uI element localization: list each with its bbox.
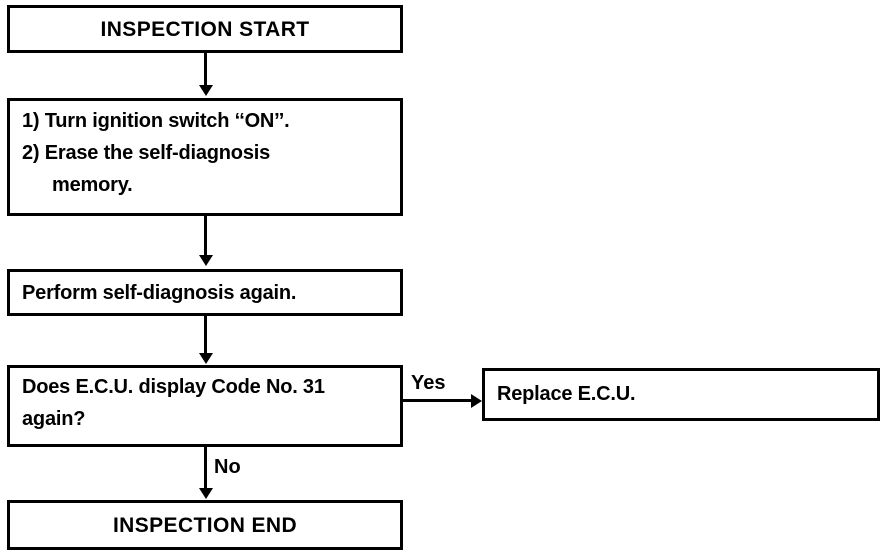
connector-no-branch xyxy=(204,447,207,489)
node-inspection-end: INSPECTION END xyxy=(7,500,403,550)
arrowhead-yes-branch xyxy=(471,394,482,408)
node-replace-ecu: Replace E.C.U. xyxy=(482,368,880,421)
node-decision-code-31: Does E.C.U. display Code No. 31 again? xyxy=(7,365,403,447)
node-inspection-start-label: INSPECTION START xyxy=(100,18,310,41)
arrowhead-start-to-steps xyxy=(199,85,213,96)
node-inspection-end-label: INSPECTION END xyxy=(112,514,298,537)
node-perform-self-diagnosis-label: Perform self-diagnosis again. xyxy=(22,282,297,304)
node-perform-self-diagnosis: Perform self-diagnosis again. xyxy=(7,269,403,316)
connector-perform-to-decision xyxy=(204,316,207,354)
edge-label-no: No xyxy=(214,456,241,478)
node-replace-ecu-label: Replace E.C.U. xyxy=(497,383,636,405)
connector-yes-branch xyxy=(403,399,473,402)
node-inspection-start: INSPECTION START xyxy=(7,5,403,53)
connector-steps-to-perform xyxy=(204,216,207,256)
step-2-continuation-text: memory. xyxy=(52,174,133,196)
edge-label-yes: Yes xyxy=(411,372,446,394)
arrowhead-no-branch xyxy=(199,488,213,499)
node-preparation-steps: 1) Turn ignition switch ‘‘ON’’. 2) Erase… xyxy=(7,98,403,216)
connector-start-to-steps xyxy=(204,53,207,86)
node-decision-code-31-line2: again? xyxy=(22,408,86,430)
arrowhead-steps-to-perform xyxy=(199,255,213,266)
node-decision-code-31-line1: Does E.C.U. display Code No. 31 xyxy=(22,376,325,398)
step-1-text: 1) Turn ignition switch ‘‘ON’’. xyxy=(22,110,290,132)
step-2-text: 2) Erase the self-diagnosis xyxy=(22,142,271,164)
arrowhead-perform-to-decision xyxy=(199,353,213,364)
